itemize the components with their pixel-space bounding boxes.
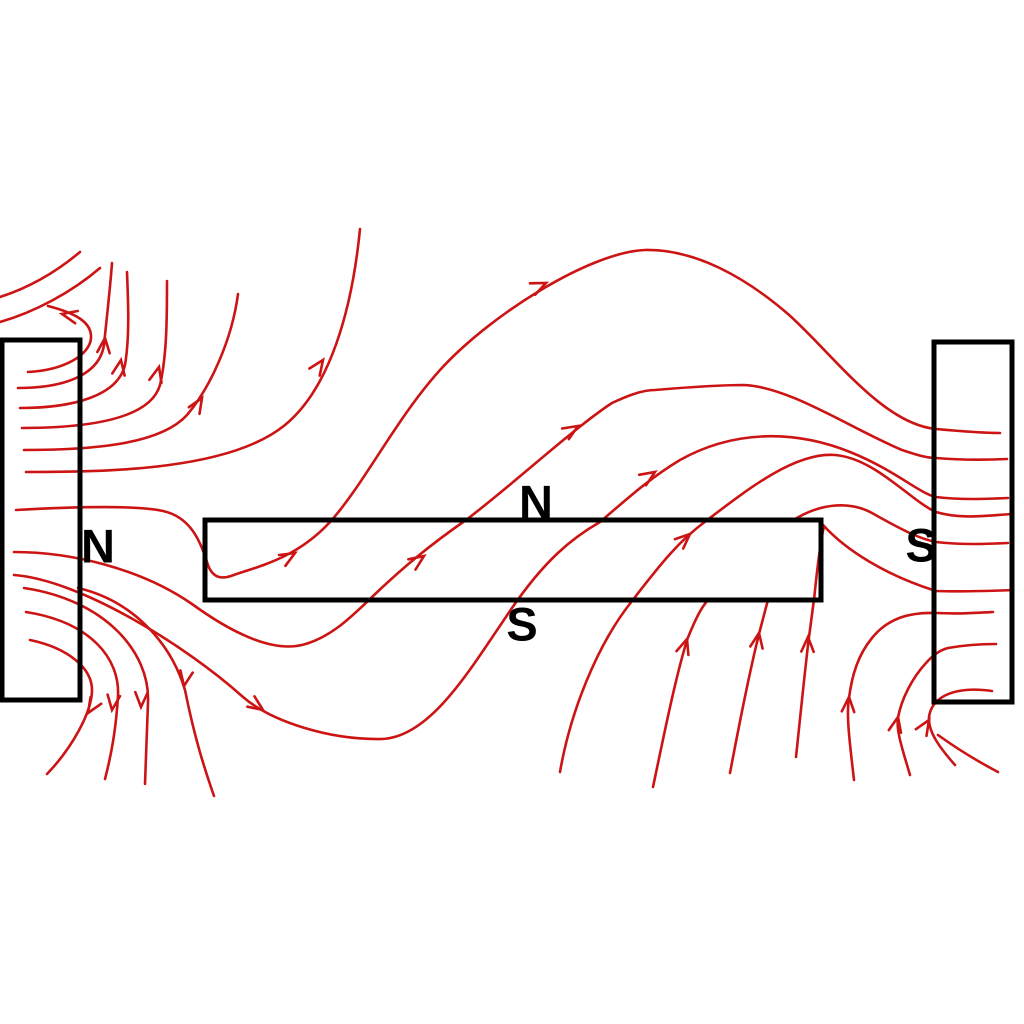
field-direction-arrow <box>914 717 931 738</box>
field-direction-arrow <box>134 690 149 711</box>
middle-magnet-south-label: S <box>506 598 537 651</box>
pole-labels-group: N N S S <box>81 476 937 651</box>
field-line <box>846 610 995 782</box>
field-direction-arrow <box>111 356 126 377</box>
field-line <box>76 586 216 798</box>
left-bar-magnet <box>0 337 83 703</box>
field-line <box>12 434 1010 741</box>
left-magnet-pole-label: N <box>81 520 115 573</box>
field-direction-arrow <box>148 363 163 385</box>
field-line <box>14 248 1002 579</box>
field-line <box>651 598 710 789</box>
field-direction-arrow <box>675 635 690 657</box>
field-line <box>12 383 1009 648</box>
field-direction-arrow <box>58 309 79 325</box>
middle-magnet-north-label: N <box>519 476 553 529</box>
field-direction-arrow <box>96 334 111 355</box>
field-line <box>927 688 994 767</box>
right-bar-magnet <box>931 339 1015 705</box>
magnets-group <box>0 337 1015 705</box>
field-direction-arrow <box>887 713 903 734</box>
field-line <box>18 270 130 410</box>
field-direction-arrow <box>187 395 204 416</box>
field-line <box>16 261 114 390</box>
field-line <box>896 642 998 777</box>
field-line <box>24 610 120 781</box>
field-direction-arrow <box>86 695 103 716</box>
field-line <box>790 504 1010 546</box>
field-direction-arrow <box>800 633 815 654</box>
field-direction-arrow <box>246 695 266 712</box>
field-direction-arrow <box>277 551 298 568</box>
field-direction-arrow <box>528 281 550 296</box>
field-line <box>728 598 770 775</box>
field-direction-arrow <box>106 693 122 714</box>
field-line <box>0 266 102 324</box>
field-line <box>20 279 169 430</box>
field-direction-arrow <box>407 554 427 571</box>
field-line <box>26 304 93 374</box>
field-line <box>28 638 94 776</box>
field-direction-arrow <box>560 424 581 441</box>
field-line <box>0 250 82 299</box>
field-direction-arrow <box>308 357 325 377</box>
field-line <box>24 227 362 474</box>
field-direction-arrow <box>749 629 764 650</box>
field-direction-arrow <box>637 470 658 487</box>
middle-bar-magnet <box>202 517 824 603</box>
field-direction-arrow <box>179 669 194 690</box>
field-direction-arrow <box>840 693 856 714</box>
field-arrows-group <box>58 281 931 738</box>
right-magnet-pole-label: S <box>905 519 936 572</box>
field-line <box>936 733 1000 774</box>
field-direction-arrow <box>673 531 693 550</box>
field-lines-group <box>0 227 1015 798</box>
